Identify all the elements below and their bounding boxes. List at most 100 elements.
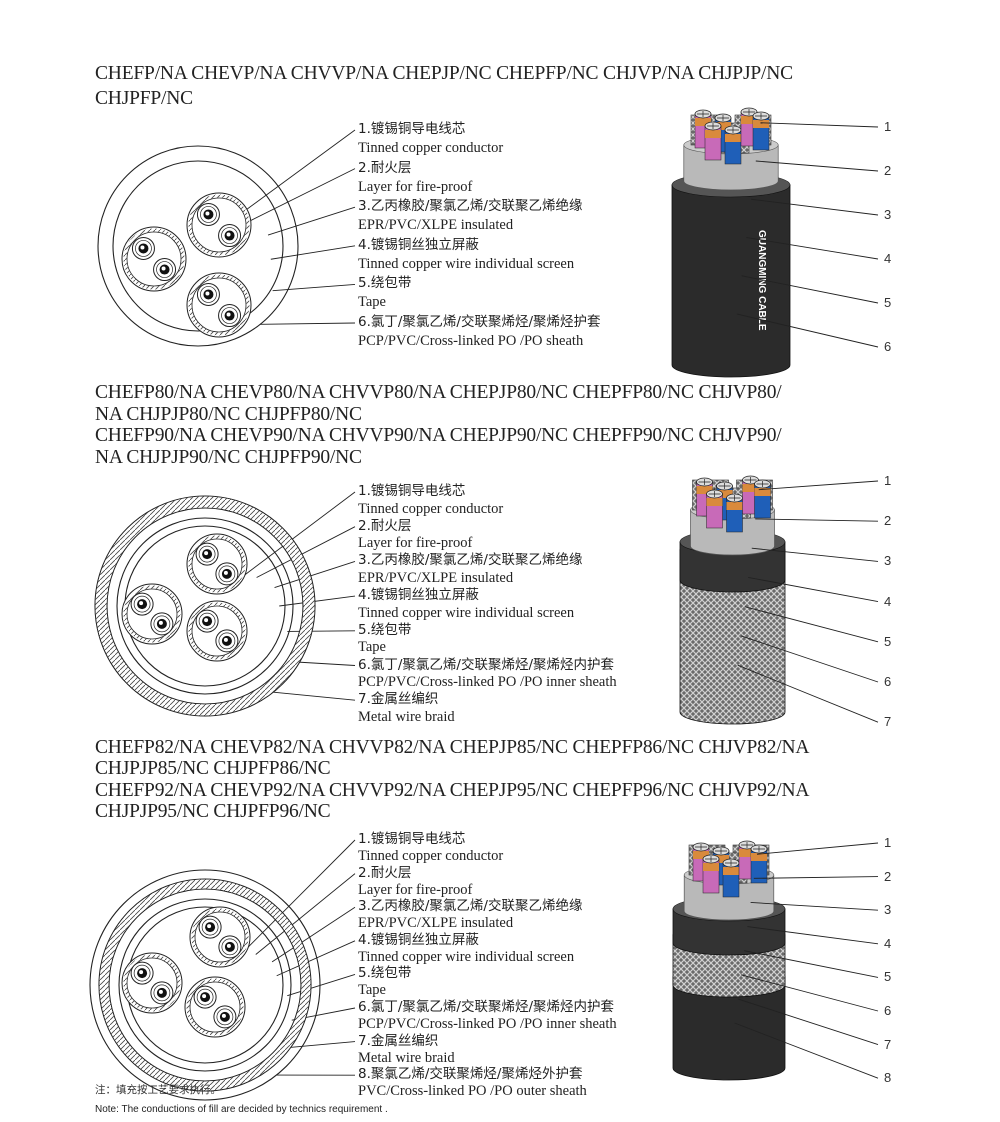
screen-hatch — [188, 274, 250, 336]
model-title: NA CHJPJP90/NC CHJPFP90/NC — [95, 446, 362, 468]
conductor-strands — [725, 860, 737, 866]
callout-number: 6 — [884, 674, 892, 689]
fire-proof-layer — [153, 615, 171, 633]
fire-proof-layer — [153, 984, 171, 1002]
screen-outer — [121, 583, 183, 645]
fire-proof-layer — [133, 964, 151, 982]
callout-number: 3 — [884, 207, 892, 222]
fire-proof-layer — [713, 855, 729, 863]
screen-inner — [191, 197, 247, 253]
pair-core — [186, 272, 252, 338]
screen-hatch — [186, 978, 244, 1036]
leader-line — [267, 206, 356, 236]
note-english: Note: The conductions of fill are decide… — [95, 1104, 388, 1115]
screen-hatch — [188, 602, 246, 660]
fire-proof-layer — [715, 122, 731, 130]
conductor-highlight — [205, 291, 210, 296]
sheath-ring — [108, 888, 302, 1082]
leader-line — [260, 322, 356, 325]
conductor-strands — [698, 479, 711, 485]
callout-leader-line — [751, 198, 879, 216]
component-label-zh: 4.镀锡铜丝独立屏蔽 — [358, 931, 479, 948]
model-title: CHEFP82/NA CHEVP82/NA CHVVP82/NA CHEPJP8… — [95, 737, 810, 758]
component-label-en: Tinned copper conductor — [358, 140, 504, 156]
conductor-strands — [715, 848, 727, 854]
callout-number: 5 — [884, 969, 892, 985]
conductor-highlight — [139, 970, 144, 975]
model-title: NA CHJPJP80/NC CHJPFP80/NC — [95, 403, 362, 425]
conductor-highlight — [161, 266, 166, 271]
component-label-zh: 5.绕包带 — [358, 275, 412, 292]
conductor-strands — [697, 111, 709, 117]
callout-number: 2 — [884, 513, 892, 529]
callout-leader-line — [740, 974, 879, 1012]
screen-outer — [189, 906, 251, 968]
fire-proof-layer — [135, 240, 152, 257]
fire-proof-layer — [723, 867, 739, 875]
component-label-en: Tinned copper conductor — [358, 848, 504, 864]
callout-leader-line — [744, 606, 879, 643]
callout-number: 4 — [884, 593, 892, 609]
component-label-zh: 7.金属丝编织 — [358, 1032, 439, 1049]
fire-proof-layer — [706, 498, 723, 506]
callout-number: 6 — [884, 339, 892, 354]
screen-hatch — [123, 228, 185, 290]
leader-line — [288, 1041, 356, 1048]
model-title: CHJPJP85/NC CHJPFP86/NC — [95, 758, 331, 780]
component-label-en: EPR/PVC/XLPE insulated — [358, 217, 514, 234]
leader-line — [276, 940, 356, 977]
model-title: CHEFP92/NA CHEVP92/NA CHVVP92/NA CHEPJP9… — [95, 779, 810, 801]
fire-proof-layer — [726, 502, 743, 510]
cable-3d-illustration — [679, 475, 786, 725]
callout-number: 4 — [884, 251, 892, 266]
sheath-ring — [116, 517, 294, 695]
sheath-ring — [98, 878, 312, 1092]
component-label-zh: 3.乙丙橡胶/聚氯乙烯/交联聚乙烯绝缘 — [358, 552, 583, 569]
fire-proof-layer — [696, 486, 713, 494]
fire-proof-layer — [221, 938, 239, 956]
component-label-zh: 2.耐火层 — [358, 517, 412, 534]
fire-proof-layer — [705, 130, 721, 138]
model-title: CHEFP80/NA CHEVP80/NA CHVVP80/NA CHEPJP8… — [95, 382, 782, 403]
pair-core — [186, 192, 252, 258]
cable-3d-illustration — [672, 840, 786, 1081]
fire-proof-layer — [221, 307, 238, 324]
model-title: CHEFP90/NA CHEVP90/NA CHVVP90/NA CHEPJP9… — [95, 425, 782, 446]
callout-leader-line — [753, 876, 879, 879]
pair-core — [186, 600, 248, 662]
component-label-zh: 1.镀锡铜导电线芯 — [358, 121, 466, 137]
conductor-highlight — [223, 637, 228, 642]
callout-leader-line — [755, 518, 879, 522]
component-label-en: Tinned copper wire individual screen — [358, 948, 575, 965]
component-label-zh: 2.耐火层 — [358, 864, 412, 881]
component-label-zh: 7.金属丝编织 — [358, 691, 439, 708]
leader-line — [273, 691, 356, 701]
screen-hatch — [123, 954, 181, 1012]
callout-leader-line — [760, 122, 879, 128]
screen-outer — [186, 600, 248, 662]
screen-outer — [121, 952, 183, 1014]
component-label-en: Tape — [358, 639, 386, 656]
screen-hatch — [191, 908, 249, 966]
screen-inner — [126, 588, 178, 640]
component-label-en: PVC/Cross-linked PO /PO outer sheath — [358, 1083, 587, 1100]
fire-proof-layer — [198, 612, 216, 630]
leader-line — [248, 168, 356, 222]
component-label-zh: 5.绕包带 — [358, 621, 412, 638]
screen-inner — [126, 957, 178, 1009]
conductor-highlight — [223, 570, 228, 575]
callout-number: 8 — [884, 1070, 892, 1086]
screen-hatch — [123, 585, 181, 643]
callout-number: 7 — [884, 1036, 892, 1052]
callout-leader-line — [736, 313, 879, 348]
callout-leader-line — [751, 547, 879, 562]
callout-number: 5 — [884, 633, 892, 649]
callout-leader-line — [747, 926, 879, 945]
component-label-zh: 6.氯丁/聚氯乙烯/交联聚烯烃/聚烯烃内护套 — [358, 656, 615, 673]
model-title: CHEFP/NA CHEVP/NA CHVVP/NA CHEPJP/NC CHE… — [95, 63, 793, 84]
fire-proof-layer — [751, 853, 767, 861]
component-label-en: Tape — [358, 982, 386, 999]
component-label-zh: 1.镀锡铜导电线芯 — [358, 483, 466, 499]
conductor-strands — [717, 115, 729, 121]
